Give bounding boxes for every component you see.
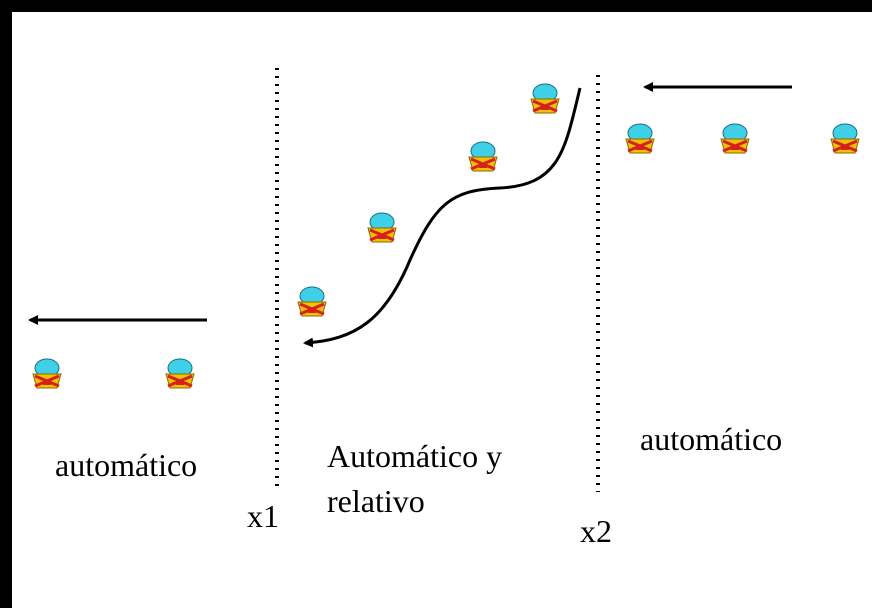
- right-zone-label: automático: [640, 421, 783, 457]
- trajectory-curve-arrow: [303, 87, 582, 348]
- boundary-label-x1: x1: [247, 498, 279, 534]
- middle-zone-label-line1: Automático y: [327, 438, 503, 474]
- vehicle-icon: [529, 82, 561, 115]
- middle-zone-label-line2: relativo: [327, 483, 425, 519]
- vehicle-icon: [467, 140, 499, 173]
- vehicle-icon: [719, 122, 751, 155]
- vehicle-icon: [366, 211, 398, 244]
- left-zone-label: automático: [55, 447, 198, 483]
- vehicle-icon: [624, 122, 656, 155]
- vehicle-icon: [296, 285, 328, 318]
- vehicle-icon: [829, 122, 861, 155]
- vehicle-icon: [164, 357, 196, 390]
- boundary-label-x2: x2: [580, 513, 612, 549]
- vehicle-icon: [31, 357, 63, 390]
